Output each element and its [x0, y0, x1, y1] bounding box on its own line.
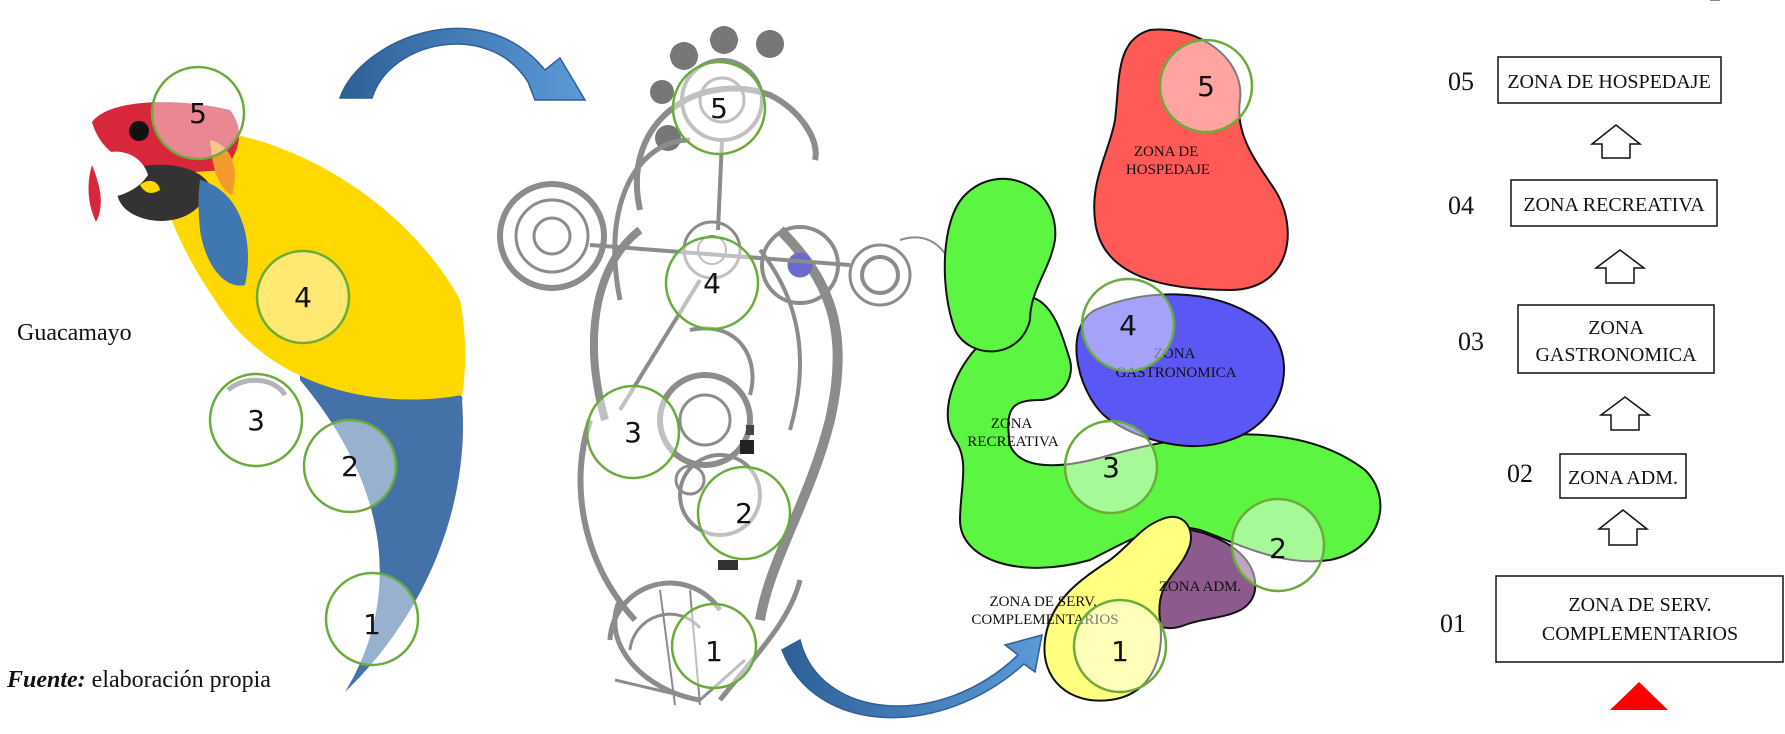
svg-text:ZONA DE SERV.: ZONA DE SERV.: [1568, 594, 1711, 616]
hierarchy-row-05: 05 ZONA DE HOSPEDAJE: [1448, 56, 1722, 104]
animal-label: Guacamayo: [17, 320, 132, 346]
source-note: Fuente: elaboración propia: [7, 665, 287, 695]
hierarchy-arrow-2: [1593, 249, 1647, 284]
zone-gastronomica-blob: [1075, 293, 1285, 448]
svg-text:1: 1: [363, 608, 381, 641]
zone-serv-blob: [1043, 515, 1192, 702]
plan-marker-3: 3: [585, 384, 681, 480]
svg-text:4: 4: [703, 267, 721, 300]
zone-hierarchy: 05 ZONA DE HOSPEDAJE 04 ZONA RECREATIVA …: [1440, 0, 1784, 710]
svg-text:3: 3: [247, 404, 265, 437]
svg-text:5: 5: [1197, 70, 1215, 103]
plan-markers: 5 4 3 2 1: [585, 60, 792, 690]
zone-marker-3: 3: [1063, 419, 1159, 515]
svg-text:4: 4: [1119, 309, 1137, 342]
macaw-feather-arc: [226, 377, 288, 397]
svg-text:05: 05: [1448, 67, 1474, 96]
svg-text:5: 5: [710, 92, 728, 125]
svg-text:1: 1: [705, 635, 723, 668]
hierarchy-row-01: 01 ZONA DE SERV. COMPLEMENTARIOS: [1440, 575, 1784, 663]
svg-text:3: 3: [1102, 451, 1120, 484]
macaw-body: [150, 128, 466, 400]
macaw-markers: 5 4 3 2 1: [150, 65, 420, 667]
zone-markers: 5 4 3 2 1: [1063, 38, 1326, 694]
zone-hospedaje-blob: [1093, 28, 1289, 292]
svg-text:3: 3: [624, 416, 642, 449]
plan-marker-4: 4: [664, 235, 760, 331]
svg-text:02: 02: [1507, 459, 1533, 488]
plan-marker-2: 2: [696, 465, 792, 561]
site-plan: [497, 26, 956, 706]
zone-marker-1: 1: [1072, 598, 1168, 694]
hierarchy-arrow-1: [1589, 124, 1643, 159]
plan-trees: [650, 26, 784, 151]
macaw-marker-5: 5: [150, 65, 246, 161]
plan-marker-1: 1: [670, 602, 758, 690]
svg-text:4: 4: [294, 281, 312, 314]
svg-text:2: 2: [735, 497, 753, 530]
macaw-cheek: [140, 180, 160, 193]
curved-arrow-bottom: [781, 633, 1043, 719]
svg-text:03: 03: [1458, 327, 1484, 356]
macaw-beak-hook: [88, 165, 101, 222]
zone-marker-2: 2: [1230, 497, 1326, 593]
curved-arrow-top: [338, 27, 587, 101]
svg-text:ZONA RECREATIVA: ZONA RECREATIVA: [1523, 194, 1705, 216]
label-hospedaje: ZONA DE HOSPEDAJE: [1126, 144, 1210, 178]
svg-text:GASTRONOMICA: GASTRONOMICA: [1535, 344, 1697, 366]
macaw-accent: [210, 140, 235, 195]
zone-marker-4: 4: [1080, 277, 1176, 373]
macaw-face: [89, 151, 148, 199]
svg-text:ZONA ADM.: ZONA ADM.: [1568, 467, 1678, 489]
svg-text:ZONA DE HOSPEDAJE: ZONA DE HOSPEDAJE: [1507, 71, 1710, 93]
macaw-marker-2: 2: [302, 418, 398, 514]
source-label: Fuente:: [7, 667, 86, 693]
macaw-marker-1: 1: [324, 571, 420, 667]
base-triangle-icon: [1610, 682, 1668, 710]
zone-marker-5: 5: [1158, 38, 1254, 134]
svg-text:01: 01: [1440, 609, 1466, 638]
macaw-marker-4: 4: [255, 249, 351, 345]
svg-text:ZONA: ZONA: [1588, 317, 1644, 339]
label-gastronomica: ZONA GASTRONOMICA: [1116, 346, 1237, 381]
svg-text:COMPLEMENTARIOS: COMPLEMENTARIOS: [1542, 623, 1738, 645]
hierarchy-row-04: 04 ZONA RECREATIVA: [1448, 179, 1718, 227]
svg-text:04: 04: [1448, 191, 1474, 220]
svg-text:5: 5: [189, 97, 207, 130]
plan-marker-5: 5: [671, 60, 767, 156]
source-text: elaboración propia: [85, 667, 271, 693]
label-adm: ZONA ADM.: [1159, 579, 1242, 595]
hierarchy-row-02: 02 ZONA ADM.: [1507, 453, 1687, 499]
macaw-illustration: [88, 102, 466, 692]
label-serv: ZONA DE SERV. COMPLEMENTARIOS: [971, 594, 1118, 628]
hierarchy-arrow-4: [1596, 509, 1650, 546]
hierarchy-row-03: 03 ZONA GASTRONOMICA: [1458, 304, 1715, 374]
macaw-marker-3: 3: [208, 372, 304, 468]
label-recreativa: ZONA RECREATIVA: [967, 416, 1059, 450]
svg-text:1: 1: [1111, 635, 1129, 668]
svg-text:2: 2: [1269, 532, 1287, 565]
hierarchy-arrow-3: [1598, 396, 1652, 431]
macaw-wing: [198, 180, 248, 286]
macaw-eye: [129, 121, 149, 141]
macaw-tail: [300, 375, 464, 692]
svg-text:2: 2: [341, 450, 359, 483]
zone-labels: ZONA DE HOSPEDAJE ZONA GASTRONOMICA ZONA…: [967, 144, 1241, 628]
